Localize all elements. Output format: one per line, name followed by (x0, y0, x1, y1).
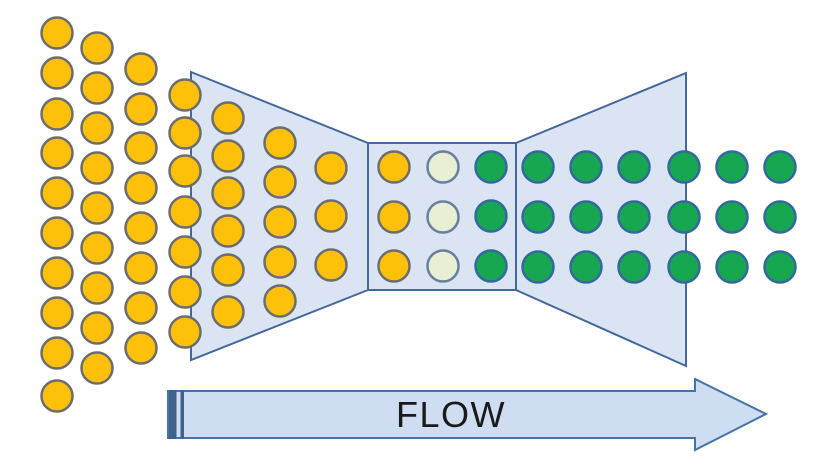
particle-dot-yellow (124, 92, 158, 126)
particle-dot-green (569, 250, 603, 284)
particle-dot-green (569, 150, 603, 184)
particle-dot-yellow (211, 176, 245, 210)
particle-dot-pale (426, 249, 460, 283)
particle-dot-yellow (263, 245, 297, 279)
particle-dot-green (715, 150, 749, 184)
particle-dot-yellow (377, 150, 411, 184)
flow-label: FLOW (396, 394, 506, 435)
arrow-start-bar-thin (180, 390, 184, 439)
particle-dot-yellow (168, 275, 202, 309)
particle-dot-yellow (377, 200, 411, 234)
particle-dot-green (763, 250, 797, 284)
particle-dot-green (715, 250, 749, 284)
particle-dot-yellow (124, 171, 158, 205)
particle-dot-yellow (168, 154, 202, 188)
particle-dot-yellow (40, 97, 74, 131)
particle-dot-yellow (314, 248, 348, 282)
flow-arrow-shape (167, 377, 769, 452)
particle-dot-yellow (40, 56, 74, 90)
particle-dot-yellow (211, 295, 245, 329)
particle-dot-green (474, 150, 508, 184)
particle-dot-yellow (124, 211, 158, 245)
particle-dot-yellow (80, 191, 114, 225)
particle-dot-yellow (80, 151, 114, 185)
particle-dot-green (617, 150, 651, 184)
particle-dot-yellow (80, 231, 114, 265)
particle-dot-yellow (40, 296, 74, 330)
particle-dot-green (667, 150, 701, 184)
particle-dot-yellow (80, 31, 114, 65)
particle-dot-yellow (211, 253, 245, 287)
particle-dot-yellow (80, 311, 114, 345)
particle-dot-green (617, 250, 651, 284)
particle-dot-green (569, 200, 603, 234)
particle-dot-yellow (168, 116, 202, 150)
arrow-start-bar (169, 390, 177, 439)
particle-dots-group (40, 16, 797, 413)
particle-dot-yellow (211, 101, 245, 135)
particle-dot-yellow (40, 136, 74, 170)
particle-dot-green (521, 250, 555, 284)
particle-dot-yellow (40, 176, 74, 210)
particle-dot-yellow (124, 331, 158, 365)
particle-dot-yellow (314, 199, 348, 233)
particle-dot-green (763, 150, 797, 184)
particle-dot-yellow (314, 151, 348, 185)
particle-dot-yellow (211, 214, 245, 248)
particle-dot-yellow (124, 291, 158, 325)
particle-dot-green (474, 199, 508, 233)
particle-dot-yellow (80, 111, 114, 145)
particle-dot-yellow (263, 126, 297, 160)
particle-dot-yellow (263, 284, 297, 318)
particle-dot-green (763, 200, 797, 234)
particle-dot-green (667, 250, 701, 284)
particle-dot-yellow (80, 271, 114, 305)
particle-dot-yellow (40, 216, 74, 250)
particle-dot-pale (426, 150, 460, 184)
particle-dot-yellow (377, 249, 411, 283)
particle-dot-yellow (80, 71, 114, 105)
particle-dot-green (715, 200, 749, 234)
particle-dot-yellow (40, 256, 74, 290)
particle-dot-yellow (168, 78, 202, 112)
particle-dot-yellow (80, 351, 114, 385)
particle-dot-yellow (168, 235, 202, 269)
particle-dot-green (617, 200, 651, 234)
particle-dot-yellow (40, 379, 74, 413)
particle-dot-yellow (40, 336, 74, 370)
particle-dot-yellow (124, 131, 158, 165)
particle-dot-yellow (168, 315, 202, 349)
particle-dot-yellow (211, 139, 245, 173)
particle-dot-yellow (40, 16, 74, 50)
particle-dot-yellow (124, 251, 158, 285)
particle-dot-green (474, 249, 508, 283)
particle-dot-yellow (168, 195, 202, 229)
particle-dot-green (667, 200, 701, 234)
particle-dot-yellow (124, 52, 158, 86)
particle-dot-yellow (263, 165, 297, 199)
particle-dot-pale (426, 200, 460, 234)
particle-dot-yellow (263, 205, 297, 239)
particle-dot-green (521, 200, 555, 234)
particle-dot-green (521, 150, 555, 184)
